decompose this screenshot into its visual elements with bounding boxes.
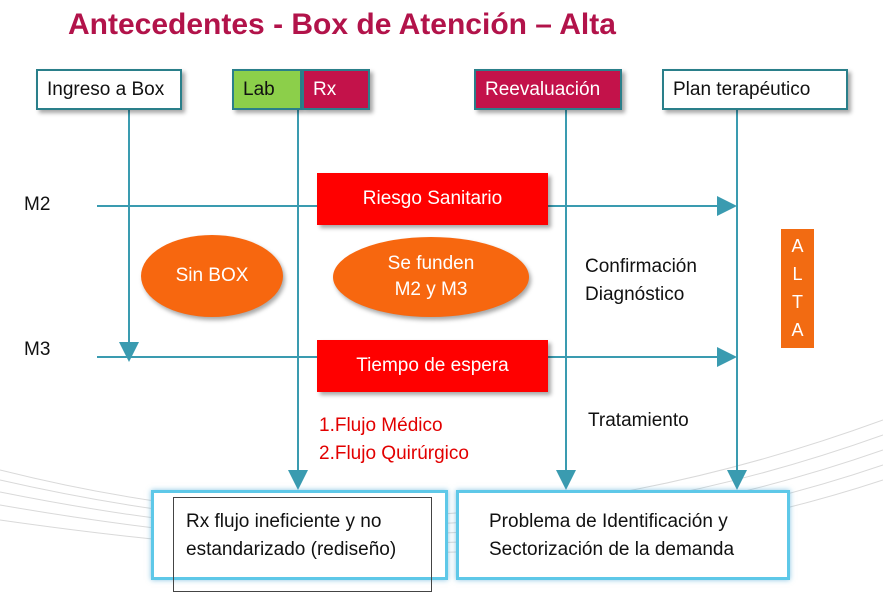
note-confirmacion: Confirmación [585,256,697,277]
header-ingreso-a-box: Ingreso a Box [36,69,182,110]
box-rx-line-2: estandarizado (rediseño) [186,539,397,560]
box-riesgo-sanitario: Riesgo Sanitario [317,173,548,225]
box-tiempo-de-espera: Tiempo de espera [317,340,548,392]
box-problema-identificacion: Problema de Identificación y Sectorizaci… [456,490,790,580]
box-problema-line-2: Sectorización de la demanda [489,539,735,560]
box-problema-line-1: Problema de Identificación y [489,511,728,532]
ellipse-se-funden-line-1: Se funden [387,253,475,274]
header-lab: Lab [232,69,302,110]
alta-letter: A [791,319,804,340]
header-rx: Rx [302,69,370,110]
note-flujo-quirurgico: 2.Flujo Quirúrgico [319,443,469,464]
note-diagnostico: Diagnóstico [585,284,685,305]
header-reevaluacion: Reevaluación [474,69,622,110]
alta-letter: T [792,291,803,312]
row-label-m2: M2 [24,194,51,215]
ellipse-se-funden: Se funden M2 y M3 [333,237,529,317]
header-plan-terapeutico: Plan terapéutico [662,69,848,110]
alta-letter: A [791,236,804,257]
row-label-m3: M3 [24,339,51,360]
box-rx-line-1: Rx flujo ineficiente y no [186,511,382,532]
note-tratamiento: Tratamiento [588,410,689,431]
page-title: Antecedentes - Box de Atención – Alta [68,8,616,41]
alta-letter: L [792,264,803,285]
box-rx-flujo-ineficiente: Rx flujo ineficiente y no estandarizado … [151,490,448,580]
ellipse-sin-box: Sin BOX [141,235,283,317]
box-rx-inner-frame [173,497,432,592]
alta-vertical-label: A L T A [781,229,814,348]
note-flujo-medico: 1.Flujo Médico [319,415,443,436]
ellipse-se-funden-line-2: M2 y M3 [394,279,468,300]
